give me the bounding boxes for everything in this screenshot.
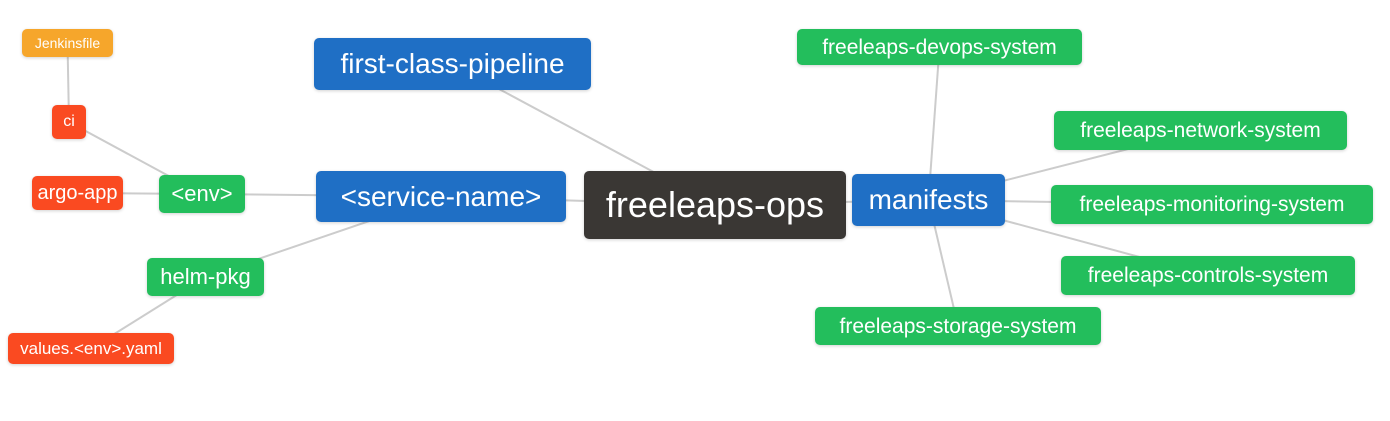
node-controls[interactable]: freeleaps-controls-system bbox=[1061, 256, 1355, 295]
node-devops[interactable]: freeleaps-devops-system bbox=[797, 29, 1082, 65]
node-pipeline[interactable]: first-class-pipeline bbox=[314, 38, 591, 90]
node-argo-app[interactable]: argo-app bbox=[32, 176, 123, 210]
node-ci[interactable]: ci bbox=[52, 105, 86, 139]
node-service[interactable]: <service-name> bbox=[316, 171, 566, 222]
node-values-yaml[interactable]: values.<env>.yaml bbox=[8, 333, 174, 364]
node-monitoring[interactable]: freeleaps-monitoring-system bbox=[1051, 185, 1373, 224]
node-ops[interactable]: freeleaps-ops bbox=[584, 171, 846, 239]
node-env[interactable]: <env> bbox=[159, 175, 245, 213]
node-manifests[interactable]: manifests bbox=[852, 174, 1005, 226]
node-storage[interactable]: freeleaps-storage-system bbox=[815, 307, 1101, 345]
node-network[interactable]: freeleaps-network-system bbox=[1054, 111, 1347, 150]
node-helm-pkg[interactable]: helm-pkg bbox=[147, 258, 264, 296]
node-jenkinsfile[interactable]: Jenkinsfile bbox=[22, 29, 113, 57]
